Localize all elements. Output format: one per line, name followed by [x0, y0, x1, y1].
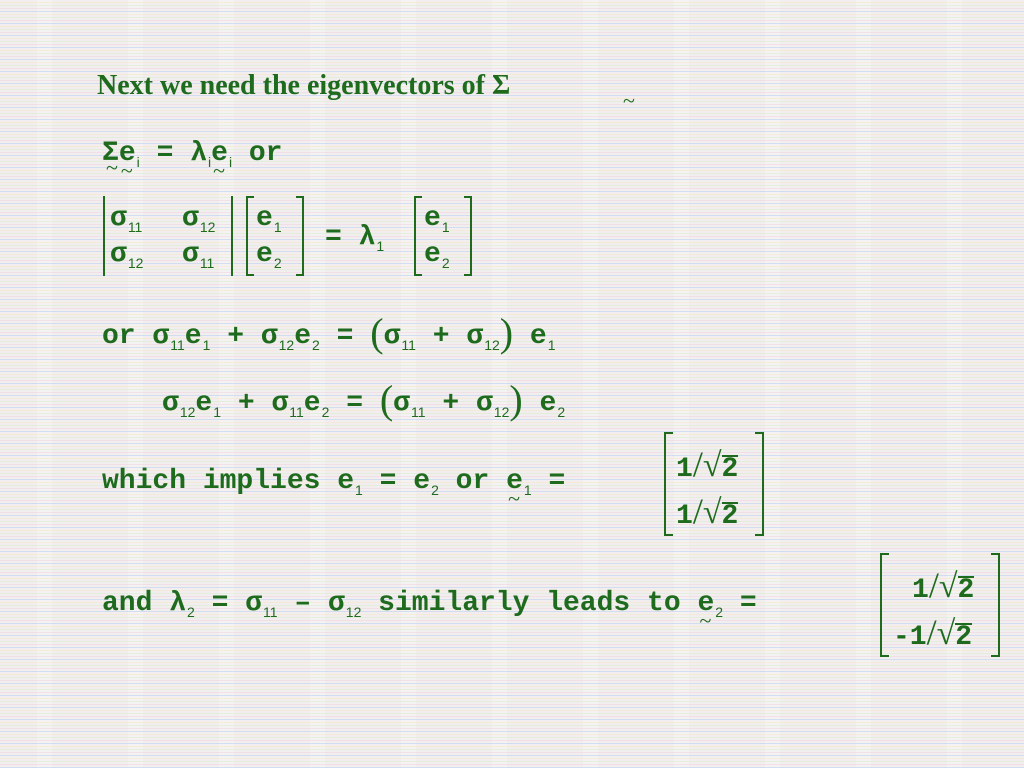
- vector1-left-bracket: [246, 196, 248, 276]
- ev1-right-bracket-bottom: [755, 534, 764, 536]
- matrix-cell-12: σ12: [182, 203, 216, 235]
- slide-title-text: Next we need the eigenvectors of Σ: [97, 70, 511, 101]
- matrix-left-bar: [103, 196, 105, 276]
- matrix-cell-22: σ11: [182, 239, 215, 271]
- vector2-right-bracket-top: [464, 196, 472, 198]
- expanded-equation-1: or σ11e1 + σ12e2 = (σ11 + σ12) e1: [102, 310, 556, 355]
- eigenvector-symbol: e~: [118, 138, 136, 183]
- eigen-equation: Σ~e~i = λie~i or: [102, 138, 283, 183]
- eigenvector-e2-symbol: e~: [697, 588, 715, 633]
- eigenvector-symbol-rhs: e~: [211, 138, 228, 183]
- vector2-entry-1: e1: [424, 203, 450, 235]
- vector1-left-bracket-bottom: [246, 274, 254, 276]
- sigma-tilde-mark: ~: [623, 88, 635, 113]
- vector2-left-bracket-bottom: [414, 274, 422, 276]
- ev2-entry-1: 1/√2: [912, 565, 975, 606]
- ev1-right-bracket: [762, 432, 764, 536]
- ev1-right-bracket-top: [755, 432, 764, 434]
- vector1-entry-1: e1: [256, 203, 282, 235]
- ev2-right-bracket-top: [991, 553, 1000, 555]
- sigma-matrix-symbol: Σ~: [102, 138, 119, 180]
- ev1-left-bracket: [664, 432, 666, 536]
- expanded-equation-2: σ12e1 + σ11e2 = (σ11 + σ12) e2: [162, 377, 566, 422]
- vector1-entry-2: e2: [256, 239, 282, 271]
- ev2-left-bracket-bottom: [880, 655, 889, 657]
- ev2-entry-2: -1/√2: [893, 612, 973, 653]
- vector2-right-bracket-bottom: [464, 274, 472, 276]
- vector1-right-bracket-top: [296, 196, 304, 198]
- vector1-left-bracket-top: [246, 196, 254, 198]
- vector2-right-bracket: [470, 196, 472, 276]
- vector1-right-bracket: [302, 196, 304, 276]
- ev1-entry-2: 1/√2: [676, 491, 739, 532]
- ev2-right-bracket: [998, 553, 1000, 657]
- eigenvector-e1-symbol: e~: [506, 466, 523, 511]
- ev1-left-bracket-top: [664, 432, 673, 434]
- vector2-left-bracket: [414, 196, 416, 276]
- ev2-left-bracket-top: [880, 553, 889, 555]
- vector2-left-bracket-top: [414, 196, 422, 198]
- implication-line-2: and λ2 = σ11 – σ12 similarly leads to e~…: [102, 588, 757, 633]
- ev2-left-bracket: [880, 553, 882, 657]
- ev1-entry-1: 1/√2: [676, 444, 739, 485]
- vector1-right-bracket-bottom: [296, 274, 304, 276]
- slide-title: Next we need the eigenvectors of Σ: [97, 70, 510, 102]
- equals-lambda: = λ1: [325, 222, 385, 254]
- implication-line-1: which implies e1 = e2 or e~1 =: [102, 466, 566, 511]
- matrix-cell-11: σ11: [110, 203, 143, 235]
- vector2-entry-2: e2: [424, 239, 450, 271]
- matrix-cell-21: σ12: [110, 239, 144, 271]
- ev1-left-bracket-bottom: [664, 534, 673, 536]
- ev2-right-bracket-bottom: [991, 655, 1000, 657]
- matrix-right-bar: [231, 196, 233, 276]
